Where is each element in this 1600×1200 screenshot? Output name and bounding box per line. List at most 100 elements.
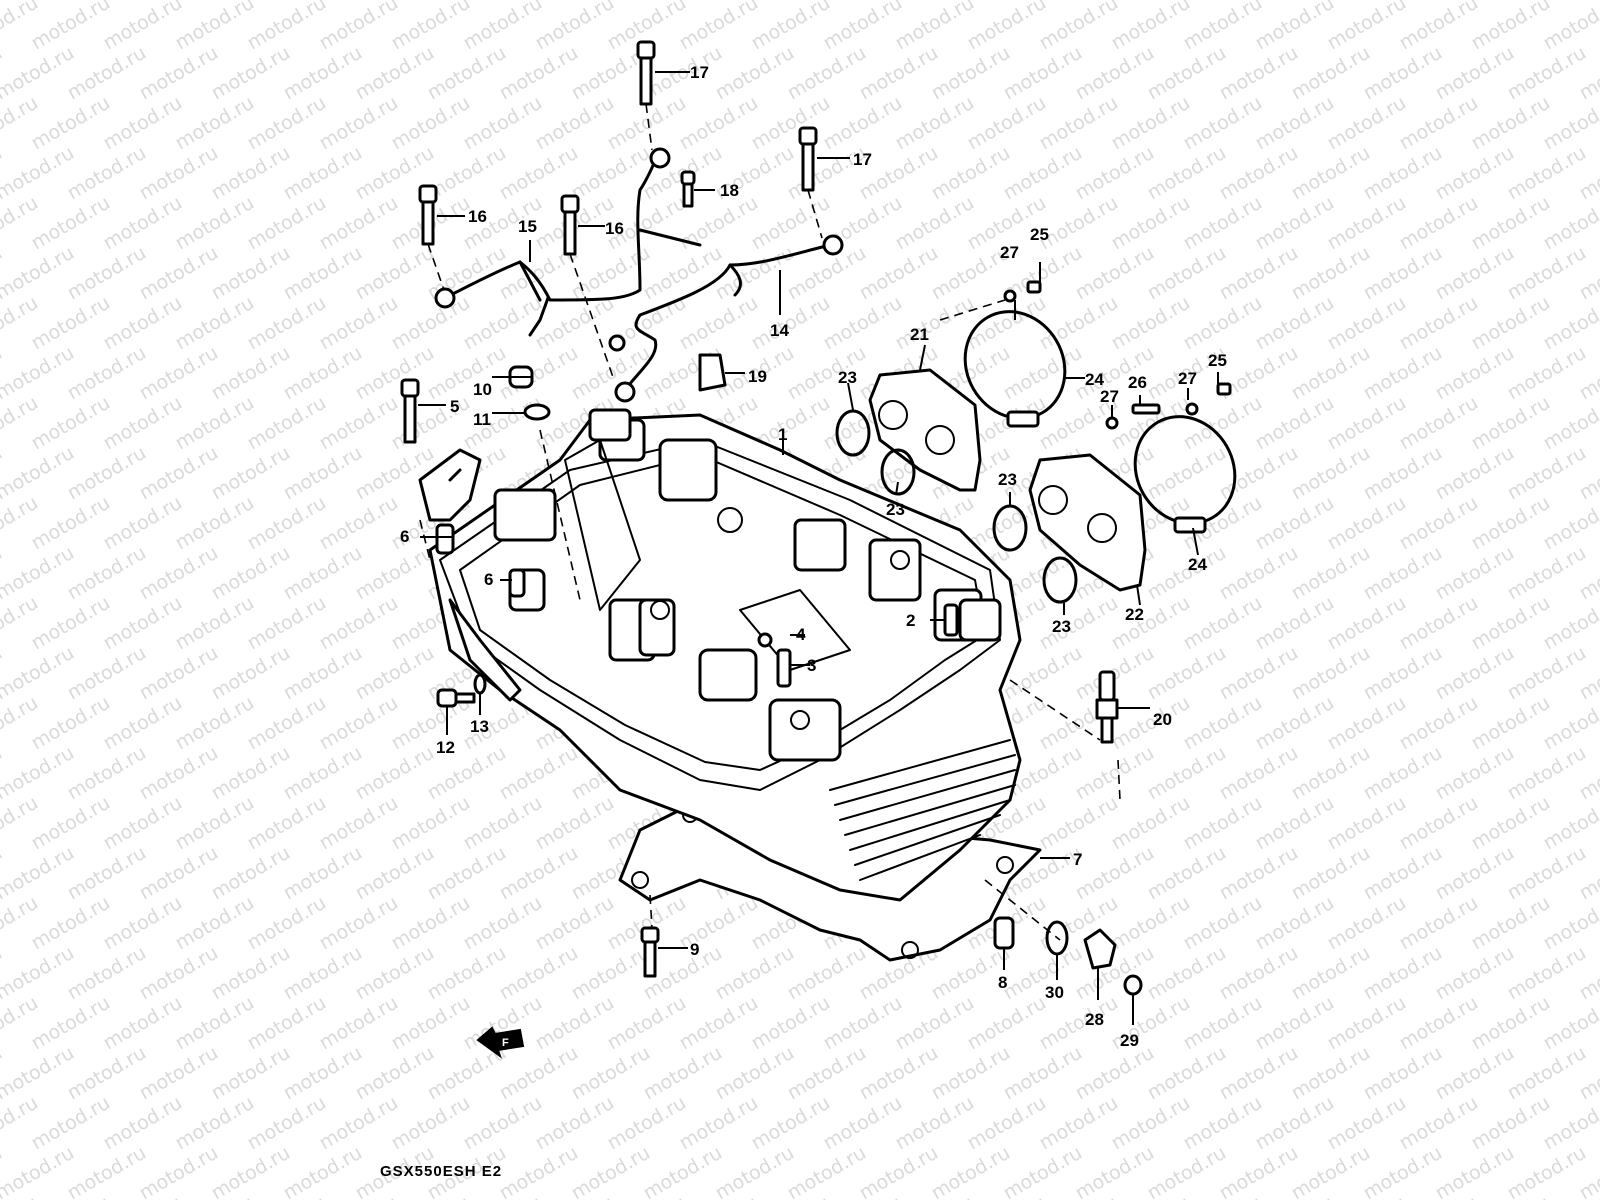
gasket-bolt-hole <box>996 856 1014 874</box>
front-direction-arrow: F <box>476 1026 525 1059</box>
watermark-text: motod.ru <box>1000 1142 1086 1200</box>
watermark-text: motod.ru <box>1000 42 1086 105</box>
stud-3 <box>776 648 792 688</box>
watermark-text: motod.ru <box>496 842 582 905</box>
watermark-text: motod.ru <box>1288 842 1374 905</box>
callout-6: 6 <box>400 527 409 546</box>
callout-15: 15 <box>518 217 537 236</box>
watermark-text: motod.ru <box>100 392 186 455</box>
watermark-text: motod.ru <box>136 1042 222 1105</box>
callout-27: 27 <box>1100 387 1119 406</box>
watermark-text: motod.ru <box>784 342 870 405</box>
callout-27: 27 <box>1000 243 1019 262</box>
watermark-text: motod.ru <box>100 1092 186 1155</box>
callout-3: 3 <box>807 656 816 675</box>
watermark-text: motod.ru <box>892 92 978 155</box>
bolt-17-head <box>636 40 656 60</box>
watermark-text: motod.ru <box>172 292 258 355</box>
watermark-text: motod.ru <box>1288 142 1374 205</box>
watermark-text: motod.ru <box>748 292 834 355</box>
watermark-text: motod.ru <box>1252 892 1338 955</box>
clamp-screw <box>1173 516 1207 534</box>
watermark-text: motod.ru <box>316 392 402 455</box>
watermark-text: motod.ru <box>1036 1092 1122 1155</box>
watermark-text: motod.ru <box>1504 342 1590 405</box>
watermark-text: motod.ru <box>244 292 330 355</box>
watermark-text: motod.ru <box>1036 792 1122 855</box>
watermark-text: motod.ru <box>388 892 474 955</box>
watermark-text: motod.ru <box>1108 592 1194 655</box>
watermark-text: motod.ru <box>1432 242 1518 305</box>
watermark-text: motod.ru <box>1216 242 1302 305</box>
front-arrow-icon <box>476 1026 525 1059</box>
watermark-text: motod.ru <box>1432 642 1518 705</box>
watermark-text: motod.ru <box>1468 492 1554 555</box>
watermark-text: motod.ru <box>100 192 186 255</box>
watermark-text: motod.ru <box>1252 92 1338 155</box>
watermark-text: motod.ru <box>712 1142 798 1200</box>
callout-29: 29 <box>1120 1031 1139 1050</box>
callout-24: 24 <box>1188 555 1207 574</box>
watermark-text: motod.ru <box>1108 1092 1194 1155</box>
watermark-text: motod.ru <box>1072 1142 1158 1200</box>
watermark-text: motod.ru <box>460 792 546 855</box>
watermark-text: motod.ru <box>928 142 1014 205</box>
watermark-text: motod.ru <box>1360 842 1446 905</box>
assembly-guide-lines <box>419 103 1121 941</box>
watermark-text: motod.ru <box>388 792 474 855</box>
pipe-banjo <box>608 334 626 352</box>
watermark-text: motod.ru <box>1216 1142 1302 1200</box>
cooling-fins <box>829 739 1016 881</box>
watermark-text: motod.ru <box>208 542 294 605</box>
watermark-text: motod.ru <box>316 792 402 855</box>
watermark-text: motod.ru <box>784 42 870 105</box>
cam-cover-gasket-line <box>439 439 1001 791</box>
callout-30: 30 <box>1045 983 1064 1002</box>
watermark-text: motod.ru <box>892 192 978 255</box>
watermark-text: motod.ru <box>208 742 294 805</box>
watermark-text: motod.ru <box>1324 792 1410 855</box>
watermark-text: motod.ru <box>1504 842 1590 905</box>
watermark-text: motod.ru <box>928 42 1014 105</box>
watermark-text: motod.ru <box>1216 842 1302 905</box>
watermark-text: motod.ru <box>208 442 294 505</box>
watermark-text: motod.ru <box>1360 942 1446 1005</box>
bolt-5-shank <box>403 394 417 444</box>
watermark-text: motod.ru <box>1468 892 1554 955</box>
watermark-text: motod.ru <box>1396 292 1482 355</box>
watermark-text: motod.ru <box>172 892 258 955</box>
watermark-text: motod.ru <box>100 892 186 955</box>
watermark-text: motod.ru <box>568 1042 654 1105</box>
watermark-text: motod.ru <box>100 292 186 355</box>
watermark-text: motod.ru <box>136 542 222 605</box>
watermark-text: motod.ru <box>1504 1142 1590 1200</box>
dowel-4 <box>757 632 773 648</box>
pipe-banjo <box>649 147 671 169</box>
oring-23 <box>880 448 916 496</box>
watermark-text: motod.ru <box>1396 392 1482 455</box>
watermark-text: motod.ru <box>1144 742 1230 805</box>
watermark-text: motod.ru <box>424 42 510 105</box>
watermark-text: motod.ru <box>244 492 330 555</box>
watermark-text: motod.ru <box>100 92 186 155</box>
spark-plug-thread <box>1100 716 1114 744</box>
watermark-text: motod.ru <box>1468 92 1554 155</box>
watermark-text: motod.ru <box>244 592 330 655</box>
watermark-text: motod.ru <box>136 442 222 505</box>
pipe-banjo <box>822 234 844 256</box>
callout-24: 24 <box>1085 370 1104 389</box>
watermark-text: motod.ru <box>784 942 870 1005</box>
intake-pipe-21 <box>868 368 982 492</box>
watermark-text: motod.ru <box>1108 292 1194 355</box>
cam-cover-gasket-line <box>459 454 986 771</box>
watermark-text: motod.ru <box>568 142 654 205</box>
watermark-text: motod.ru <box>28 992 114 1055</box>
oring-23 <box>992 504 1028 552</box>
watermark-text: motod.ru <box>1252 192 1338 255</box>
watermark-text: motod.ru <box>280 742 366 805</box>
callout-19: 19 <box>748 367 767 386</box>
watermark-text: motod.ru <box>928 1142 1014 1200</box>
watermark-text: motod.ru <box>1000 142 1086 205</box>
